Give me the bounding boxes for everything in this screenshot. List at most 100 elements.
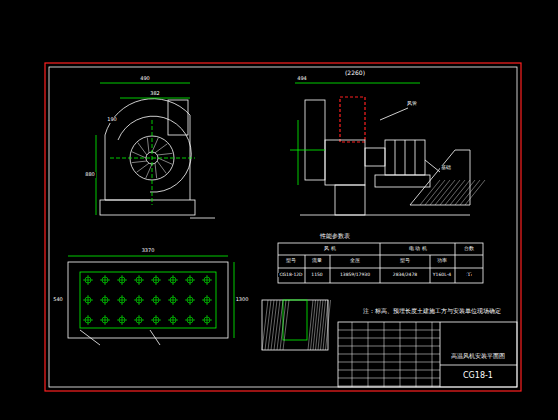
stroke [190, 275, 191, 285]
drawing-label: 3370 [141, 248, 156, 254]
stroke [430, 180, 450, 205]
stroke [308, 300, 313, 350]
stroke [147, 138, 149, 153]
stroke [155, 163, 157, 178]
stroke [139, 315, 140, 325]
stroke [152, 138, 158, 152]
stroke [88, 295, 89, 305]
stroke [326, 300, 331, 350]
stroke [146, 164, 152, 178]
stroke [311, 300, 316, 350]
drawing-label: CG18-1 [462, 372, 494, 381]
stroke [460, 180, 480, 205]
stroke [277, 300, 283, 350]
stroke [190, 315, 191, 325]
stroke [207, 295, 208, 305]
stroke [338, 386, 440, 387]
stroke [416, 322, 417, 387]
stroke [313, 300, 318, 350]
drawing-label: 电 动 机 [408, 246, 428, 252]
stroke [432, 322, 433, 387]
stroke [88, 275, 89, 285]
drawing-label: 流量 [311, 258, 323, 264]
drawing-label: 13859/17930 [339, 273, 371, 278]
stroke [156, 315, 157, 325]
drawing-label: 注：标高、预埋长度土建施工方与安装单位现场确定 [362, 308, 502, 315]
stroke [450, 180, 470, 205]
drawing-label: (2260) [344, 70, 366, 77]
stroke [190, 295, 191, 305]
stroke [139, 275, 140, 285]
stroke [137, 163, 149, 172]
stroke [338, 378, 440, 379]
drawing-label: 1300 [235, 297, 250, 303]
stroke [156, 295, 157, 305]
stroke [262, 300, 268, 350]
stroke [455, 180, 475, 205]
stroke [445, 180, 465, 205]
stroke [338, 338, 440, 339]
stroke [338, 330, 440, 331]
stroke [323, 300, 328, 350]
stroke [440, 180, 460, 205]
stroke [207, 315, 208, 325]
stroke [265, 300, 271, 350]
stroke [122, 315, 123, 325]
stroke [158, 158, 172, 164]
stroke [173, 275, 174, 285]
stroke [384, 322, 385, 387]
drawing-label: 性能参数表 [319, 233, 351, 240]
stroke [280, 300, 286, 350]
stroke [268, 300, 274, 350]
stroke [132, 152, 146, 158]
drawing-label: 风管 [406, 101, 418, 107]
stroke [435, 180, 455, 205]
drawing-label: 190 [106, 117, 118, 123]
drawing-label: 1 [467, 273, 472, 278]
stroke [465, 180, 485, 205]
stroke [271, 300, 277, 350]
stroke [173, 295, 174, 305]
stroke [316, 300, 321, 350]
drawing-label: 490 [139, 76, 151, 82]
drawing-label: 880 [84, 172, 96, 178]
drawing-label: 型号 [285, 258, 297, 264]
stroke [274, 300, 280, 350]
stroke [122, 295, 123, 305]
drawing-label: 全压 [349, 258, 361, 264]
stroke [156, 275, 157, 285]
stroke [173, 315, 174, 325]
stroke [338, 370, 440, 371]
stroke [368, 322, 369, 387]
drawing-label: 1150 [310, 273, 323, 278]
stroke [321, 300, 326, 350]
stroke [157, 153, 172, 155]
drawing-label: 382 [149, 91, 161, 97]
stroke [400, 322, 401, 387]
stroke [132, 161, 147, 163]
stroke [105, 275, 106, 285]
stroke [338, 362, 440, 363]
drawing-label: CG18-12D [278, 273, 303, 278]
drawing-label: 基础 [440, 165, 452, 171]
stroke [105, 315, 106, 325]
drawing-label: 型号 [399, 258, 411, 264]
drawing-label: 风 机 [323, 246, 337, 252]
drawing-title: 高温风机安装平面图 [450, 353, 506, 360]
stroke [157, 161, 166, 173]
drawing-label: 2834/2478 [392, 273, 418, 278]
stroke [283, 300, 289, 350]
stroke [338, 354, 440, 355]
drawing-label: 540 [52, 297, 64, 303]
stroke [139, 295, 140, 305]
stroke [105, 295, 106, 305]
stroke [318, 300, 323, 350]
stroke [425, 180, 445, 205]
drawing-label: 494 [296, 76, 308, 82]
drawing-label: 功率 [436, 258, 448, 264]
stroke [420, 180, 440, 205]
stroke [207, 275, 208, 285]
drawing-label: Y160L-4 [432, 273, 452, 278]
stroke [122, 275, 123, 285]
